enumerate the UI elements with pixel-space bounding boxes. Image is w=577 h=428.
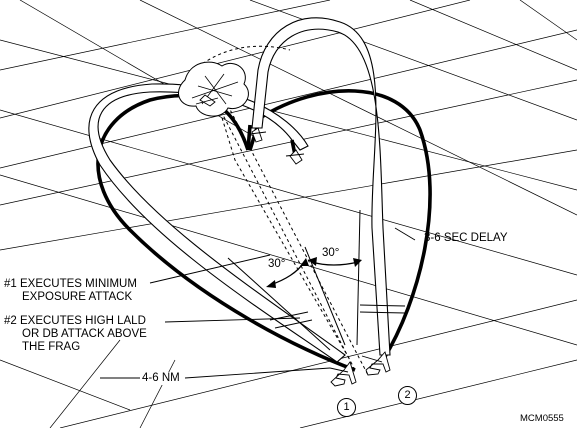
exec2-line1: #2 EXECUTES HIGH LALD [4, 315, 146, 327]
angle-lines [227, 209, 406, 351]
figure-id: MCM0555 [520, 413, 564, 424]
callout-leaders [100, 227, 416, 379]
aircraft-pullup-2-icon [285, 149, 305, 165]
aircraft-pullup-1-icon [249, 127, 267, 143]
aircraft-1-marker: 1 [337, 398, 356, 417]
distance-label: 4-6 NM [140, 372, 182, 385]
delay-label: 3-6 SEC DELAY [424, 232, 508, 244]
exec1-line1: #1 EXECUTES MINIMUM [4, 278, 137, 290]
aircraft-2-icon [361, 351, 391, 376]
angle-right-label: 30° [322, 247, 340, 259]
exec2-line3: THE FRAG [22, 341, 81, 353]
exec2-line2: OR DB ATTACK ABOVE [22, 328, 147, 340]
aircraft-target-icon [195, 94, 219, 107]
flight-paths [88, 17, 391, 363]
aircraft-2-marker: 2 [398, 386, 417, 405]
target-burst [178, 61, 249, 117]
exec1-line2: EXPOSURE ATTACK [22, 291, 133, 303]
angle-left-label: 30° [268, 258, 286, 270]
aircraft-1-icon [329, 361, 357, 387]
angle-arrowheads [266, 257, 362, 288]
aircraft-group [195, 94, 391, 387]
